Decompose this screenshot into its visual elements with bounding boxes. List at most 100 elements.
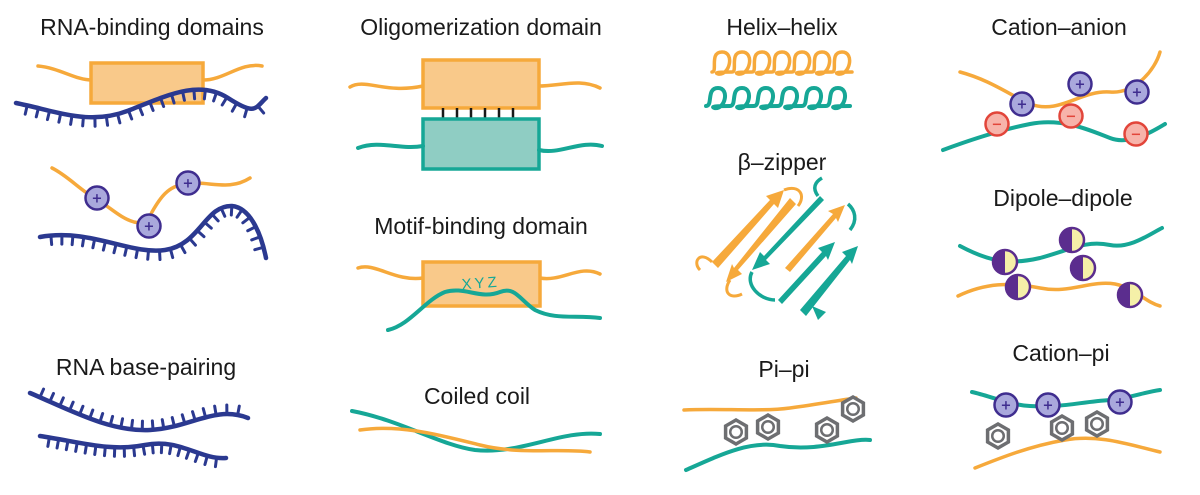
cation-icon: + — [84, 185, 110, 211]
cation-icon: + — [136, 213, 162, 239]
rna-base-tick — [91, 237, 97, 250]
label-beta-zipper: β–zipper — [738, 149, 827, 175]
label-pi-pi: Pi–pi — [758, 356, 809, 382]
rna-base-tick — [246, 225, 258, 233]
svg-text:+: + — [1001, 399, 1012, 414]
rna-base-tick — [146, 248, 151, 261]
rna-base-tick — [150, 442, 155, 455]
rna-base-tick — [129, 418, 135, 431]
rna-base-tick — [159, 96, 166, 108]
rna-base-tick — [98, 411, 105, 424]
rna-base-tick — [188, 236, 197, 247]
svg-text:+: + — [1075, 78, 1086, 93]
rna-base-tick — [210, 212, 220, 223]
rna-base-pairing-panel — [27, 387, 251, 469]
svg-text:−: − — [1066, 110, 1077, 125]
rna-base-tick — [70, 234, 75, 247]
cation-icon: + — [1035, 392, 1061, 418]
rna-base-tick — [34, 106, 40, 119]
svg-text:−: − — [992, 118, 1003, 133]
rna-base-tick — [123, 245, 129, 257]
rna-base-tick — [203, 220, 213, 230]
aromatic-ring-icon — [814, 415, 840, 445]
rna-base-tick — [192, 88, 197, 101]
label-helix-helix: Helix–helix — [726, 14, 838, 40]
rna-base-tick — [112, 242, 118, 255]
teal-helix — [704, 86, 852, 110]
rna-base-tick — [230, 101, 239, 113]
label-oligomerization-domain: Oligomerization domain — [360, 14, 602, 40]
rna-base-tick — [49, 234, 54, 247]
rna-base-tick — [179, 243, 187, 255]
rna-base-tick — [201, 407, 208, 419]
rna-base-tick — [55, 437, 61, 450]
rna-base-tick — [45, 109, 52, 122]
rna-base-tick — [176, 445, 182, 458]
rna-base-tick — [78, 404, 85, 417]
cation-icon: + — [1067, 71, 1093, 97]
aromatic-ring-icon — [1084, 409, 1110, 439]
rna-base-tick — [104, 114, 110, 127]
rna-base-tick — [191, 410, 197, 422]
rna-base-tick — [235, 208, 244, 219]
rna-base-tick — [101, 239, 107, 252]
aromatic-ring-icon — [840, 394, 866, 424]
dipole-icon — [1069, 254, 1097, 282]
rna-base-tick — [23, 103, 29, 116]
label-rna-base-pairing: RNA base-pairing — [56, 354, 236, 380]
rna-base-tick — [64, 439, 70, 452]
aromatic-ring-icon — [755, 412, 781, 442]
rna-base-tick — [193, 451, 200, 463]
rna-strand — [37, 433, 229, 461]
rna-base-tick — [170, 416, 176, 428]
rna-base-tick — [38, 387, 46, 399]
rna-strand — [27, 390, 251, 433]
svg-text:+: + — [1043, 399, 1054, 414]
svg-text:+: + — [1132, 86, 1143, 101]
anion-icon: − — [984, 111, 1010, 137]
rna-base-tick — [116, 112, 122, 125]
svg-text:−: − — [1131, 128, 1142, 143]
svg-text:+: + — [1017, 98, 1028, 113]
rna-base-tick — [137, 104, 145, 117]
dipole-icon — [1058, 226, 1086, 254]
rna-base-tick — [213, 404, 218, 417]
motif-binding-panel: XYZ — [356, 260, 602, 332]
svg-text:+: + — [1115, 396, 1126, 411]
rna-base-tick — [169, 92, 176, 105]
rna-base-tick — [126, 109, 134, 121]
rna-base-tick — [181, 89, 186, 102]
rna-base-tick — [102, 445, 107, 458]
svg-text:+: + — [183, 177, 194, 192]
rna-base-tick — [180, 413, 187, 425]
dipole-icon — [1004, 273, 1032, 301]
rna-base-tick — [168, 443, 173, 456]
oligomerization-panel — [348, 58, 604, 171]
rna-binding-cation-panel — [37, 166, 269, 262]
rna-base-tick — [48, 391, 55, 404]
rna-base-tick — [134, 247, 140, 260]
rna-base-tick — [250, 235, 262, 242]
rna-binding-domain-box-panel — [13, 61, 269, 128]
rna-base-tick — [160, 418, 166, 430]
rna-base-tick — [236, 404, 241, 417]
rna-base-tick — [93, 444, 98, 457]
rna-base-tick — [148, 100, 155, 112]
rna-base-tick — [256, 104, 266, 115]
rna-base-tick — [241, 215, 252, 225]
rna-base-tick — [150, 419, 155, 432]
rna-base-tick — [229, 204, 234, 217]
svg-text:+: + — [144, 220, 155, 235]
label-cation-pi: Cation–pi — [1012, 340, 1109, 366]
rna-base-tick — [119, 417, 125, 430]
cation-icon: + — [1124, 79, 1150, 105]
label-coiled-coil: Coiled coil — [424, 383, 530, 409]
rna-base-tick — [80, 235, 86, 248]
label-rna-binding-domains: RNA-binding domains — [40, 14, 264, 40]
rna-strand — [37, 203, 269, 261]
motif-letters: XYZ — [461, 274, 500, 294]
rna-base-tick — [243, 106, 249, 119]
rna-base-tick — [202, 88, 207, 101]
rna-base-tick — [58, 396, 65, 408]
rna-base-tick — [108, 414, 115, 427]
